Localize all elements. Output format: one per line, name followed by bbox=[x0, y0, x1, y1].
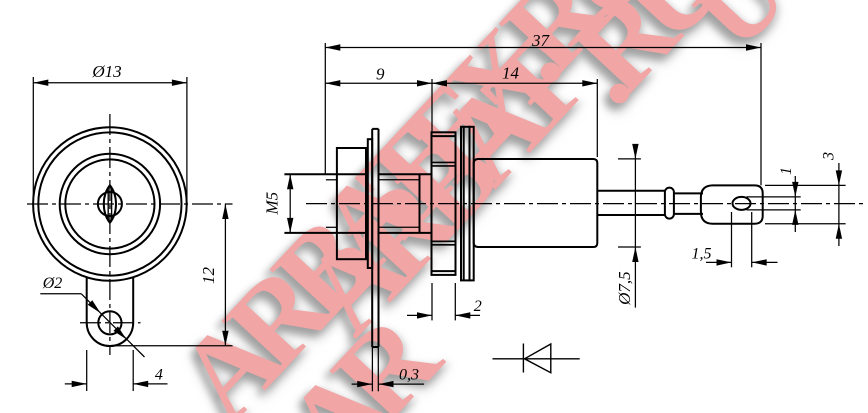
svg-text:37: 37 bbox=[531, 31, 551, 50]
svg-text:9: 9 bbox=[376, 65, 385, 84]
svg-text:Ø2: Ø2 bbox=[42, 275, 63, 292]
svg-text:Ø13: Ø13 bbox=[91, 62, 121, 81]
svg-text:M5: M5 bbox=[263, 192, 282, 216]
svg-text:0,3: 0,3 bbox=[399, 367, 419, 384]
svg-text:1: 1 bbox=[778, 167, 795, 175]
svg-text:3: 3 bbox=[821, 152, 838, 161]
svg-text:2: 2 bbox=[474, 298, 482, 315]
svg-text:1,5: 1,5 bbox=[692, 246, 712, 263]
svg-text:Ø7,5: Ø7,5 bbox=[615, 271, 634, 306]
svg-text:14: 14 bbox=[502, 64, 520, 83]
svg-text:4: 4 bbox=[155, 367, 163, 384]
svg-text:12: 12 bbox=[199, 267, 218, 285]
